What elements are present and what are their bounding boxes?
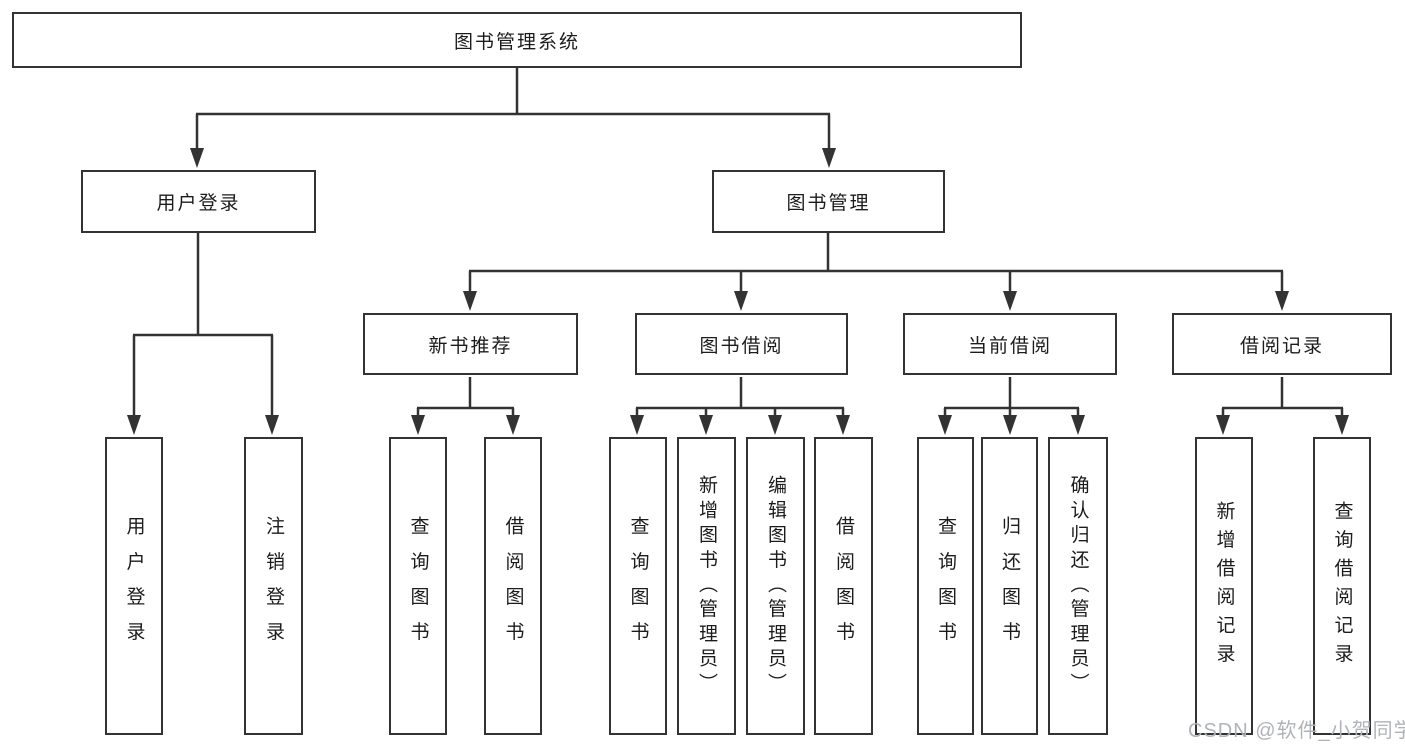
node-user-login-label: 用户登录 (156, 193, 241, 214)
arrowhead-icon (822, 148, 836, 168)
node-book-management: 图书管理 (712, 170, 945, 233)
node-user-login: 用户登录 (81, 170, 316, 233)
arrowhead-icon (506, 415, 520, 435)
node-current-borrow: 当前借阅 (903, 313, 1117, 375)
node-leaf-confirm-return-admin-label: 确认归还（管理员） (1067, 474, 1089, 698)
node-leaf-query-books-3-label: 查询图书 (935, 515, 956, 657)
arrowhead-icon (938, 415, 952, 435)
node-leaf-query-books-1-label: 查询图书 (407, 515, 429, 657)
arrowhead-icon (463, 291, 477, 311)
connector-book-management (463, 233, 1289, 311)
connector-current-borrow (938, 377, 1085, 435)
arrowhead-icon (1071, 415, 1085, 435)
node-leaf-add-borrow-record-label: 新增借阅记录 (1213, 500, 1235, 672)
arrowhead-icon (411, 415, 425, 435)
node-root: 图书管理系统 (12, 12, 1022, 68)
node-leaf-borrow-books-1-label: 借阅图书 (502, 515, 524, 657)
arrowhead-icon (1003, 415, 1017, 435)
node-leaf-user-login: 用户登录 (105, 437, 163, 735)
node-leaf-add-book-admin: 新增图书（管理员） (677, 437, 736, 735)
node-leaf-query-borrow-record-label: 查询借阅记录 (1331, 500, 1353, 672)
arrowhead-icon (190, 148, 204, 168)
node-leaf-borrow-books-2-label: 借阅图书 (833, 515, 854, 657)
node-leaf-logout: 注销登录 (244, 437, 303, 735)
arrowhead-icon (265, 415, 279, 435)
node-new-book-recommend-label: 新书推荐 (428, 335, 513, 357)
node-leaf-query-books-1: 查询图书 (389, 437, 447, 735)
node-leaf-query-books-2-label: 查询图书 (627, 515, 649, 657)
node-current-borrow-label: 当前借阅 (967, 335, 1052, 357)
connector-book-borrow (630, 377, 850, 435)
connector-root (190, 68, 836, 168)
node-leaf-query-borrow-record: 查询借阅记录 (1313, 437, 1371, 735)
connector-borrow-records (1216, 377, 1349, 435)
node-borrow-records: 借阅记录 (1172, 313, 1392, 375)
connector-user-login (127, 233, 279, 435)
arrowhead-icon (1335, 415, 1349, 435)
arrowhead-icon (1003, 291, 1017, 311)
node-leaf-logout-label: 注销登录 (263, 515, 284, 657)
node-book-borrow: 图书借阅 (635, 313, 848, 375)
node-leaf-add-borrow-record: 新增借阅记录 (1195, 437, 1253, 735)
connector-new-book-recommend (411, 377, 520, 435)
watermark: CSDN @软件_小贺同学 (1188, 720, 1405, 742)
arrowhead-icon (699, 415, 713, 435)
node-leaf-add-book-admin-label: 新增图书（管理员） (696, 474, 717, 698)
arrowhead-icon (836, 415, 850, 435)
arrowhead-icon (768, 415, 782, 435)
node-leaf-borrow-books-2: 借阅图书 (814, 437, 873, 735)
node-leaf-query-books-3: 查询图书 (917, 437, 974, 735)
node-leaf-return-book: 归还图书 (981, 437, 1038, 735)
arrowhead-icon (734, 291, 748, 311)
node-borrow-records-label: 借阅记录 (1239, 335, 1324, 357)
arrowhead-icon (127, 415, 141, 435)
node-leaf-confirm-return-admin: 确认归还（管理员） (1048, 437, 1108, 735)
node-leaf-edit-book-admin: 编辑图书（管理员） (746, 437, 805, 735)
node-leaf-borrow-books-1: 借阅图书 (484, 437, 542, 735)
arrowhead-icon (630, 415, 644, 435)
node-leaf-return-book-label: 归还图书 (999, 515, 1020, 657)
node-leaf-user-login-label: 用户登录 (123, 515, 145, 657)
arrowhead-icon (1275, 291, 1289, 311)
node-book-borrow-label: 图书借阅 (699, 335, 784, 357)
node-new-book-recommend: 新书推荐 (363, 313, 578, 375)
node-book-management-label: 图书管理 (786, 193, 871, 214)
node-leaf-edit-book-admin-label: 编辑图书（管理员） (765, 474, 786, 698)
node-leaf-query-books-2: 查询图书 (609, 437, 667, 735)
arrowhead-icon (1216, 415, 1230, 435)
node-root-label: 图书管理系统 (453, 31, 580, 53)
